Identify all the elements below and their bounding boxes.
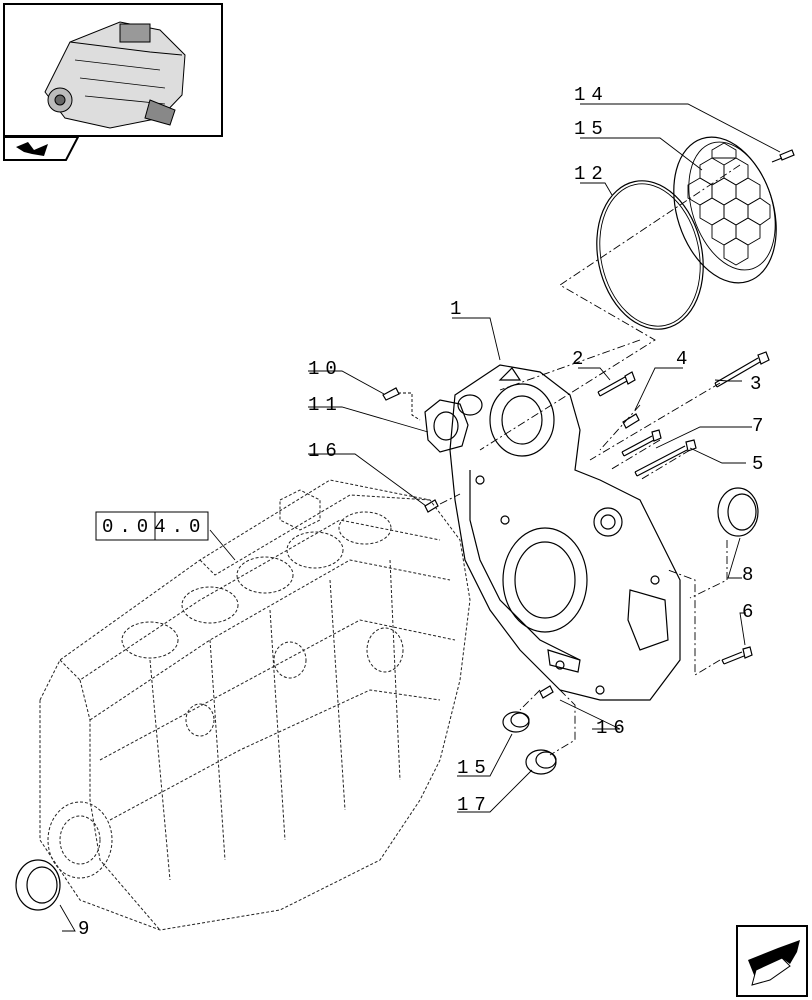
engine-thumbnail[interactable] (3, 3, 223, 137)
seal-ring-8[interactable] (717, 487, 759, 537)
engine-block (39, 479, 471, 931)
cover-14[interactable] (656, 124, 794, 296)
bolt-5[interactable] (634, 439, 697, 477)
bolt-7[interactable] (621, 429, 662, 457)
bolt-2[interactable] (597, 371, 636, 397)
plug-17[interactable] (525, 749, 557, 775)
plug-16-bottom[interactable] (539, 685, 554, 699)
callouts: 14 15 12 1 2 4 3 7 5 8 6 10 11 16 16 15 … (78, 84, 769, 940)
callout-8: 8 (742, 564, 759, 586)
callout-6: 6 (742, 601, 759, 623)
o-ring-12[interactable] (584, 171, 717, 339)
callout-3: 3 (750, 373, 767, 395)
bolt-6[interactable] (721, 646, 753, 665)
assembly-lines (398, 164, 741, 756)
callout-4: 4 (676, 348, 693, 370)
plug-15[interactable] (502, 711, 530, 733)
back-arrow-icon[interactable] (3, 136, 80, 161)
callout-10: 10 (308, 358, 343, 380)
screw-13[interactable] (771, 149, 795, 163)
plug-16-top[interactable] (424, 499, 439, 513)
callout-13: 14 (574, 84, 609, 106)
seal-ring-9[interactable] (15, 859, 61, 911)
callout-5: 5 (752, 453, 769, 475)
callout-11: 11 (308, 394, 343, 416)
callout-9: 9 (78, 918, 95, 940)
reference-box[interactable]: 0.04.0 (95, 511, 209, 541)
callout-2: 2 (572, 348, 589, 370)
flange-plate[interactable] (424, 394, 483, 453)
callout-12: 12 (574, 163, 609, 185)
callout-16-top: 16 (308, 440, 343, 462)
bolt-4[interactable] (622, 413, 640, 429)
next-arrow-icon[interactable] (736, 925, 808, 997)
gear-housing[interactable] (449, 364, 681, 701)
callout-7: 7 (752, 415, 769, 437)
reference-label: 0.04.0 (102, 516, 206, 538)
screw-10[interactable] (382, 387, 400, 401)
callout-16-bottom: 16 (596, 717, 631, 739)
callout-1: 1 (450, 298, 467, 320)
callout-17: 17 (457, 794, 492, 816)
leader-lines (59, 103, 781, 932)
callout-14: 15 (574, 118, 609, 140)
callout-15: 15 (457, 757, 492, 779)
